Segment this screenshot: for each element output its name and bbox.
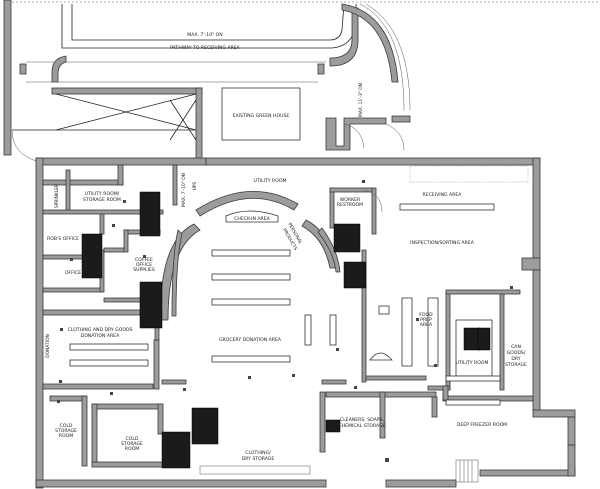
food-prep-label-2: PREP	[420, 317, 432, 323]
clothing-dry-label-1: CLOTHING/	[245, 450, 271, 456]
equipment-blocks	[81, 191, 491, 469]
coffee-label-1: COFFEE	[135, 257, 153, 263]
worker-restroom-label-1: WORKER	[340, 197, 361, 203]
sprinkler-label: SPRINKLER	[54, 184, 60, 208]
receiving-label: RECEIVING AREA	[423, 192, 463, 198]
cold-left-label-2: STORAGE	[55, 428, 77, 434]
can-goods-label-3: DRY	[511, 356, 520, 362]
checkin-curves	[159, 189, 383, 321]
cold-center-label-2: STORAGE	[121, 441, 143, 447]
max-mid-label: MAX. 7'-10" ON	[181, 173, 187, 207]
cold-left-label-3: ROOM	[59, 433, 73, 439]
food-prep-label-3: AREA	[420, 322, 433, 328]
deep-freezer-label: DEEP FREEZER ROOM	[457, 422, 507, 428]
can-goods-label-4: STORAGE	[505, 362, 527, 368]
exterior-area	[3, 0, 600, 163]
building-shell	[35, 157, 576, 489]
cold-center-label-1: COLD	[126, 436, 139, 442]
max-top-label: MAX. 7'-10" ON	[187, 32, 223, 38]
interior-walls	[42, 164, 534, 468]
cleaners-label-1: CLEANERS, SOAPS,	[340, 417, 384, 423]
cold-left-label-1: COLD	[60, 423, 73, 429]
coffee-label-2: OFFICE	[136, 262, 152, 268]
cold-center-label-3: ROOM	[125, 446, 139, 452]
ups-label: UPS	[192, 181, 198, 190]
pathway-label: PATHWAY TO RECEIVING AREA	[170, 45, 240, 51]
utility-storage-label-1: UTILITY ROOM/	[85, 191, 120, 197]
clothing-dry-label-2: DRY STORAGE	[242, 456, 275, 462]
greenhouse-label: EXISTING GREEN HOUSE	[233, 113, 290, 119]
markers	[57, 180, 513, 462]
coffee-label-3: SUPPLIES	[133, 267, 155, 273]
grocery-label: GROCERY DONATION AREA	[219, 337, 282, 343]
max-right-label: MAX. 11'-3" ON	[358, 83, 364, 117]
utility-room-right-label: UTILITY ROOM	[456, 360, 489, 366]
can-goods-label-2: GOODS/	[507, 350, 526, 356]
cleaners-label-2: CHEMICAL STORAGE	[338, 423, 385, 429]
utility-storage-label-2: STORAGE ROOM	[83, 197, 121, 203]
office-label: OFFICE	[65, 270, 81, 276]
utility-room-top-label: UTILITY ROOM	[254, 178, 287, 184]
clothing-donation-label-2: DONATION AREA	[81, 333, 120, 339]
inspection-label: INSPECTION/SORTING AREA	[410, 240, 475, 246]
checkin-label: CHECK-IN AREA	[234, 216, 270, 222]
worker-restroom-label-2: RESTROOM	[337, 202, 363, 208]
can-goods-label-1: CAN	[511, 344, 521, 350]
robs-office-label: ROB'S OFFICE	[47, 236, 79, 242]
clothing-donation-label-1: CLOTHING AND DRY GOODS	[68, 327, 133, 333]
donation-vertical-label: DONATION	[45, 334, 51, 358]
food-prep-label-1: FOOD	[419, 312, 433, 318]
